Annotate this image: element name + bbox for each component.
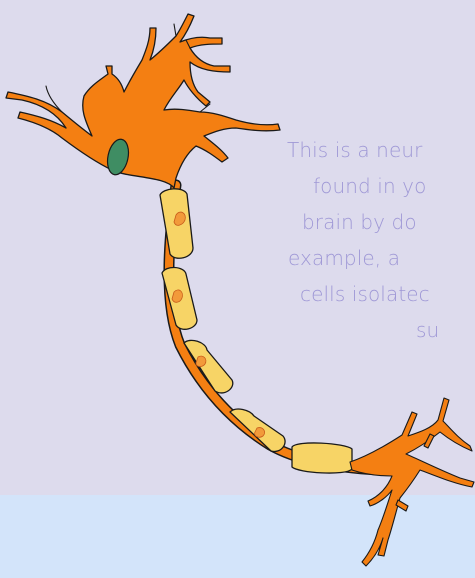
myelin-sheath-5 bbox=[292, 443, 352, 473]
neuron-soma bbox=[6, 14, 280, 188]
axon-terminal bbox=[350, 398, 474, 566]
axon-core bbox=[169, 185, 378, 470]
